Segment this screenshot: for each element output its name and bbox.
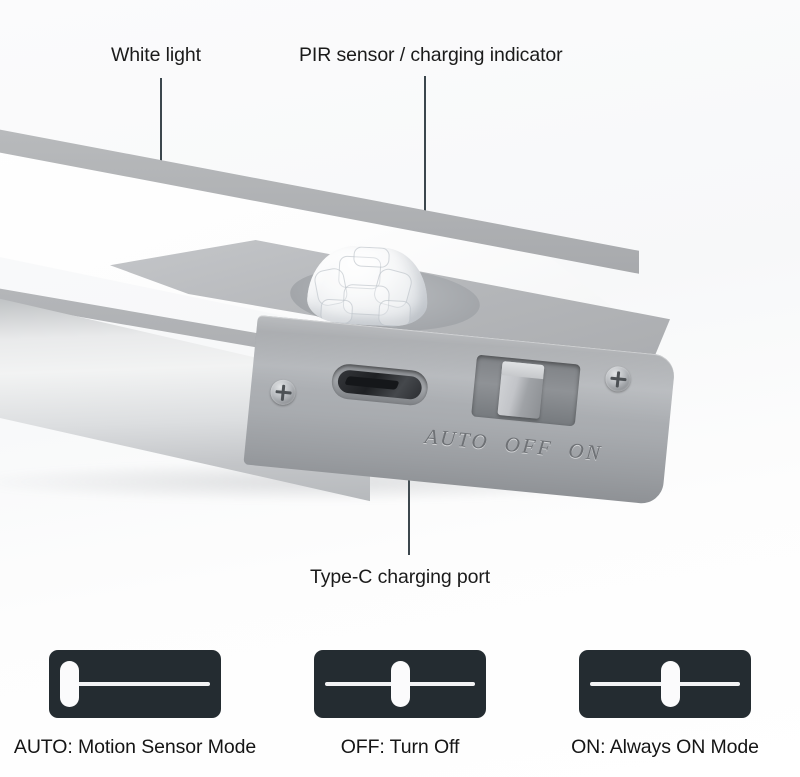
- engraved-label-auto: AUTO: [423, 423, 491, 455]
- legend-item-on: ON: Always ON Mode: [535, 650, 795, 759]
- switch-icon-off: [314, 650, 486, 718]
- switch-icon-on: [579, 650, 751, 718]
- slide-switch-nub-top: [501, 361, 545, 380]
- switch-pill: [661, 661, 680, 707]
- type-c-port: [330, 362, 430, 407]
- lens-facet: [353, 246, 391, 269]
- engraved-label-on: ON: [567, 438, 604, 466]
- legend-caption-off: OFF: Turn Off: [340, 736, 460, 758]
- legend-caption-auto: AUTO: Motion Sensor Mode: [13, 736, 257, 758]
- product-illustration: AUTO OFF ON: [0, 110, 740, 506]
- callout-label-type-c-port: Type-C charging port: [310, 566, 491, 588]
- switch-icon-auto: [49, 650, 221, 718]
- leader-line-type-c-port: [408, 415, 410, 555]
- engraved-switch-labels: AUTO OFF ON: [424, 424, 612, 467]
- legend-item-auto: AUTO: Motion Sensor Mode: [5, 650, 265, 759]
- slide-switch-nub[interactable]: [497, 361, 545, 419]
- switch-pill: [60, 661, 79, 707]
- switch-track: [60, 682, 210, 686]
- leader-line-white-light: [160, 78, 162, 223]
- phillips-screw-icon-right: [604, 365, 632, 393]
- lens-facet: [320, 298, 354, 325]
- type-c-port-tongue: [344, 376, 401, 391]
- phillips-screw-icon-left: [269, 378, 297, 406]
- mode-legend: AUTO: Motion Sensor Mode OFF: Turn Off O…: [0, 650, 800, 770]
- callout-label-white-light: White light: [111, 44, 201, 66]
- callout-label-pir-sensor: PIR sensor / charging indicator: [299, 44, 563, 66]
- leader-line-pir-sensor: [424, 76, 426, 266]
- switch-pill: [390, 661, 410, 707]
- slide-switch-recess[interactable]: [471, 354, 581, 427]
- legend-item-off: OFF: Turn Off: [270, 650, 530, 759]
- lens-facet: [377, 299, 412, 328]
- legend-caption-on: ON: Always ON Mode: [571, 736, 759, 758]
- type-c-port-slot: [336, 369, 423, 401]
- engraved-label-off: OFF: [503, 431, 555, 461]
